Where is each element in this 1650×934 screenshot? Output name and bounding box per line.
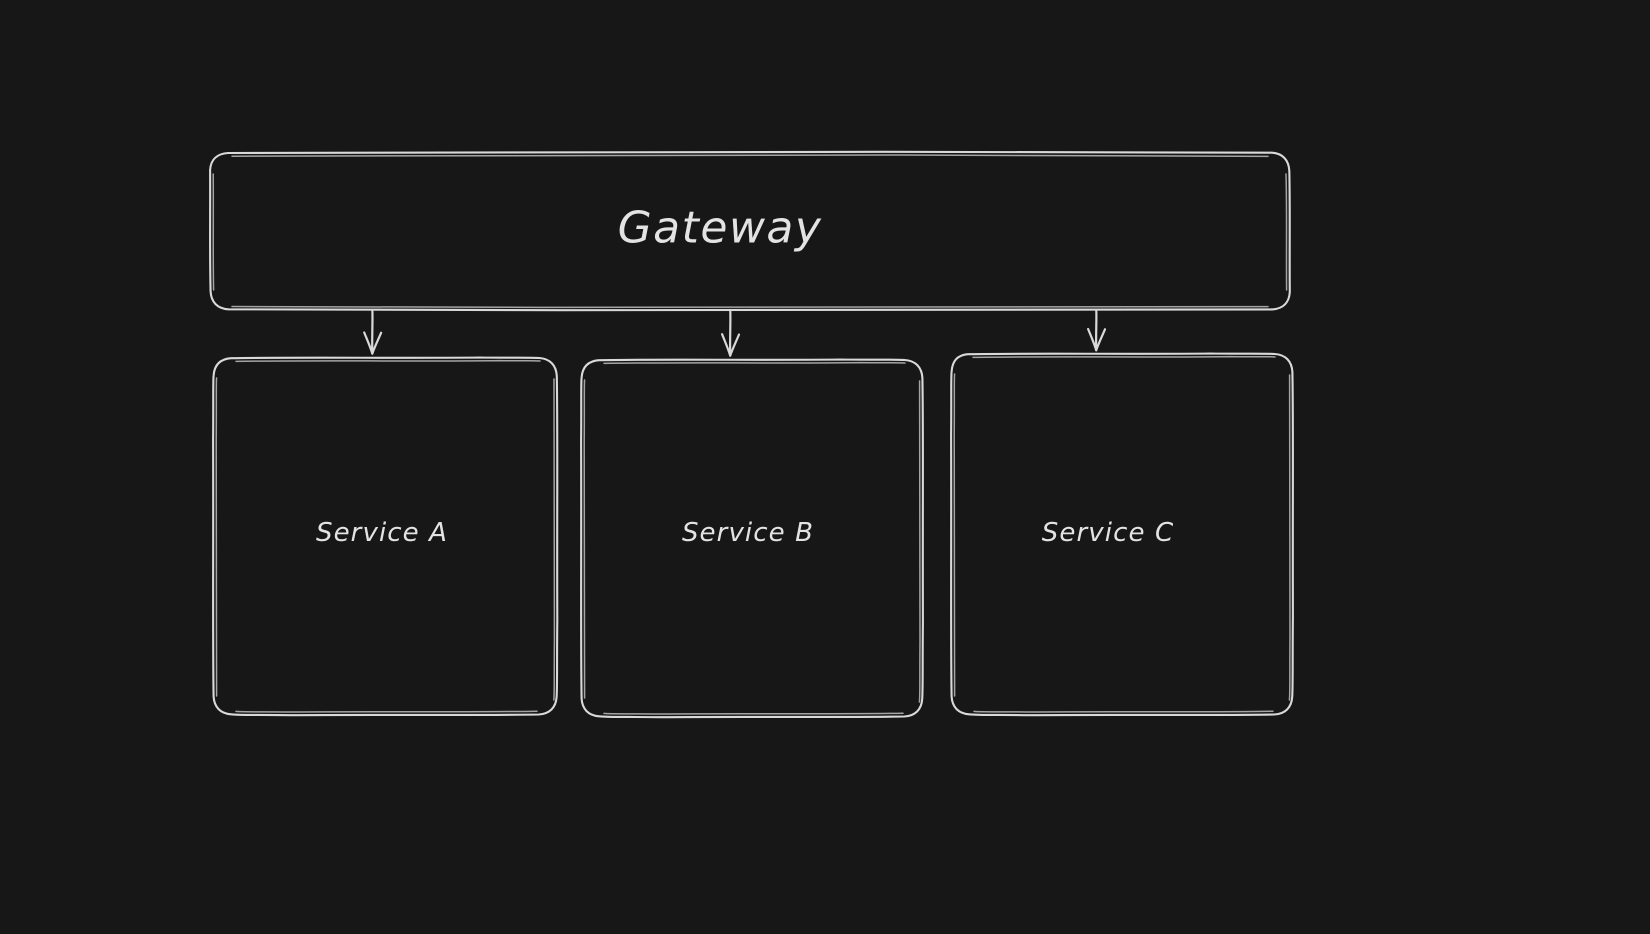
service-c-node-label: Service C [1041,518,1175,548]
service-b-node-shape[interactable] [580,358,924,719]
gateway-node-shape[interactable] [209,150,1291,312]
service-b-node-label: Service B [681,518,815,548]
edge-gateway-to-service-b[interactable] [721,309,741,357]
service-a-node-label: Service A [315,518,449,548]
service-c-node-shape[interactable] [950,352,1294,717]
gateway-node-label: Gateway [617,202,823,254]
edge-gateway-to-service-c[interactable] [1087,309,1107,352]
service-a-node-shape[interactable] [212,356,559,717]
edge-gateway-to-service-a[interactable] [363,309,383,355]
